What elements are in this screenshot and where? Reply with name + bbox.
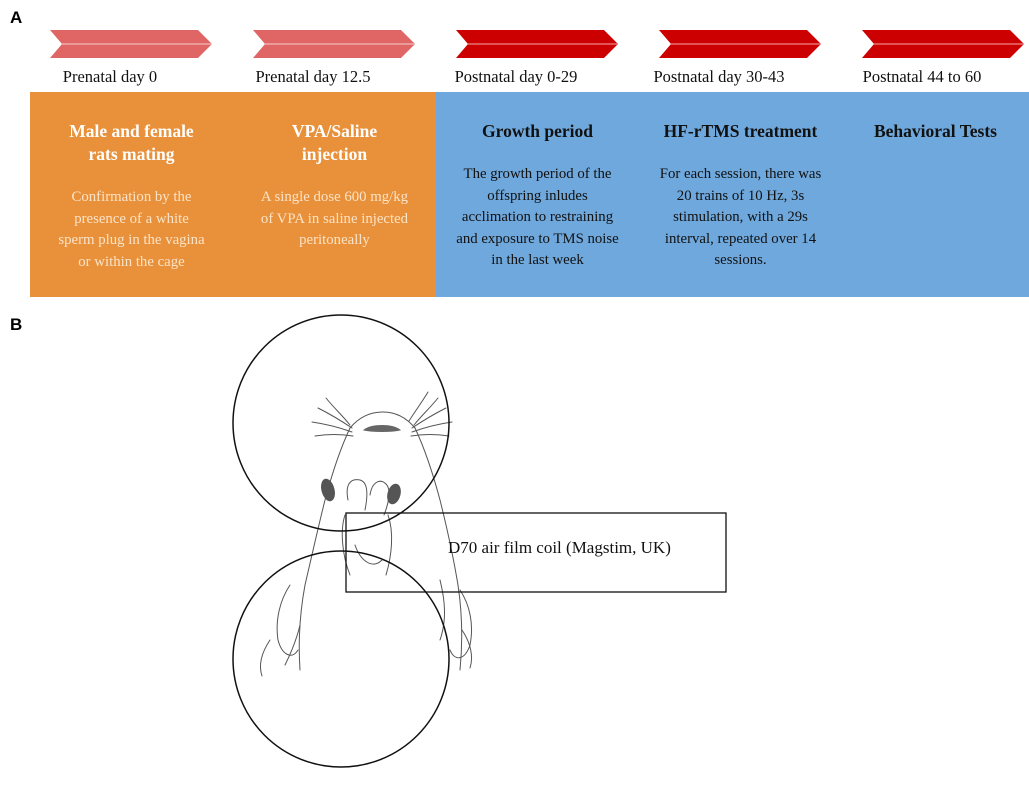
stage-title-3: Growth period (482, 121, 593, 141)
stage-description-2: A single dose 600 mg/kg of VPA in saline… (260, 189, 409, 248)
stage-description-4: For each session, there was 20 trains of… (659, 166, 822, 268)
timeline-arrow-5 (862, 30, 1024, 58)
stage-label-3: Postnatal day 0-29 (454, 67, 578, 86)
coil-loop-lower (232, 550, 450, 768)
stage-description-1: Confirmation by the presence of a white … (58, 189, 205, 270)
stage-title-2: VPA/Saline injection (291, 121, 378, 164)
callout-box (345, 512, 727, 593)
stage-label-4: Postnatal day 30-43 (653, 67, 785, 86)
panel-a-letter: A (10, 8, 23, 27)
stage-box-2: VPA/Saline injection A single dose 600 m… (233, 92, 436, 297)
coil-callout-label: D70 air film coil (Magstim, UK) (448, 538, 671, 557)
stage-title-5: Behavioral Tests (873, 121, 997, 141)
stage-box-4: HF-rTMS treatment For each session, ther… (639, 92, 842, 297)
panel-b-letter: B (10, 315, 23, 334)
timeline-arrow-1 (50, 30, 212, 58)
timeline-arrow-4 (659, 30, 821, 58)
timeline-arrow-3 (456, 30, 618, 58)
stage-box-1: Male and female rats mating Confirmation… (30, 92, 233, 297)
stage-box-3: Growth period The growth period of the o… (436, 92, 639, 297)
timeline-arrow-2 (253, 30, 415, 58)
stage-label-5: Postnatal 44 to 60 (862, 67, 982, 86)
stage-label-1: Prenatal day 0 (62, 67, 158, 86)
stage-title-1: Male and female rats mating (69, 121, 194, 164)
stage-title-4: HF-rTMS treatment (663, 121, 818, 141)
stage-description-3: The growth period of the offspring inlud… (456, 166, 619, 268)
stage-label-2: Prenatal day 12.5 (255, 67, 371, 86)
coil-loop-upper (232, 314, 450, 532)
stage-box-5: Behavioral Tests (842, 92, 1029, 297)
